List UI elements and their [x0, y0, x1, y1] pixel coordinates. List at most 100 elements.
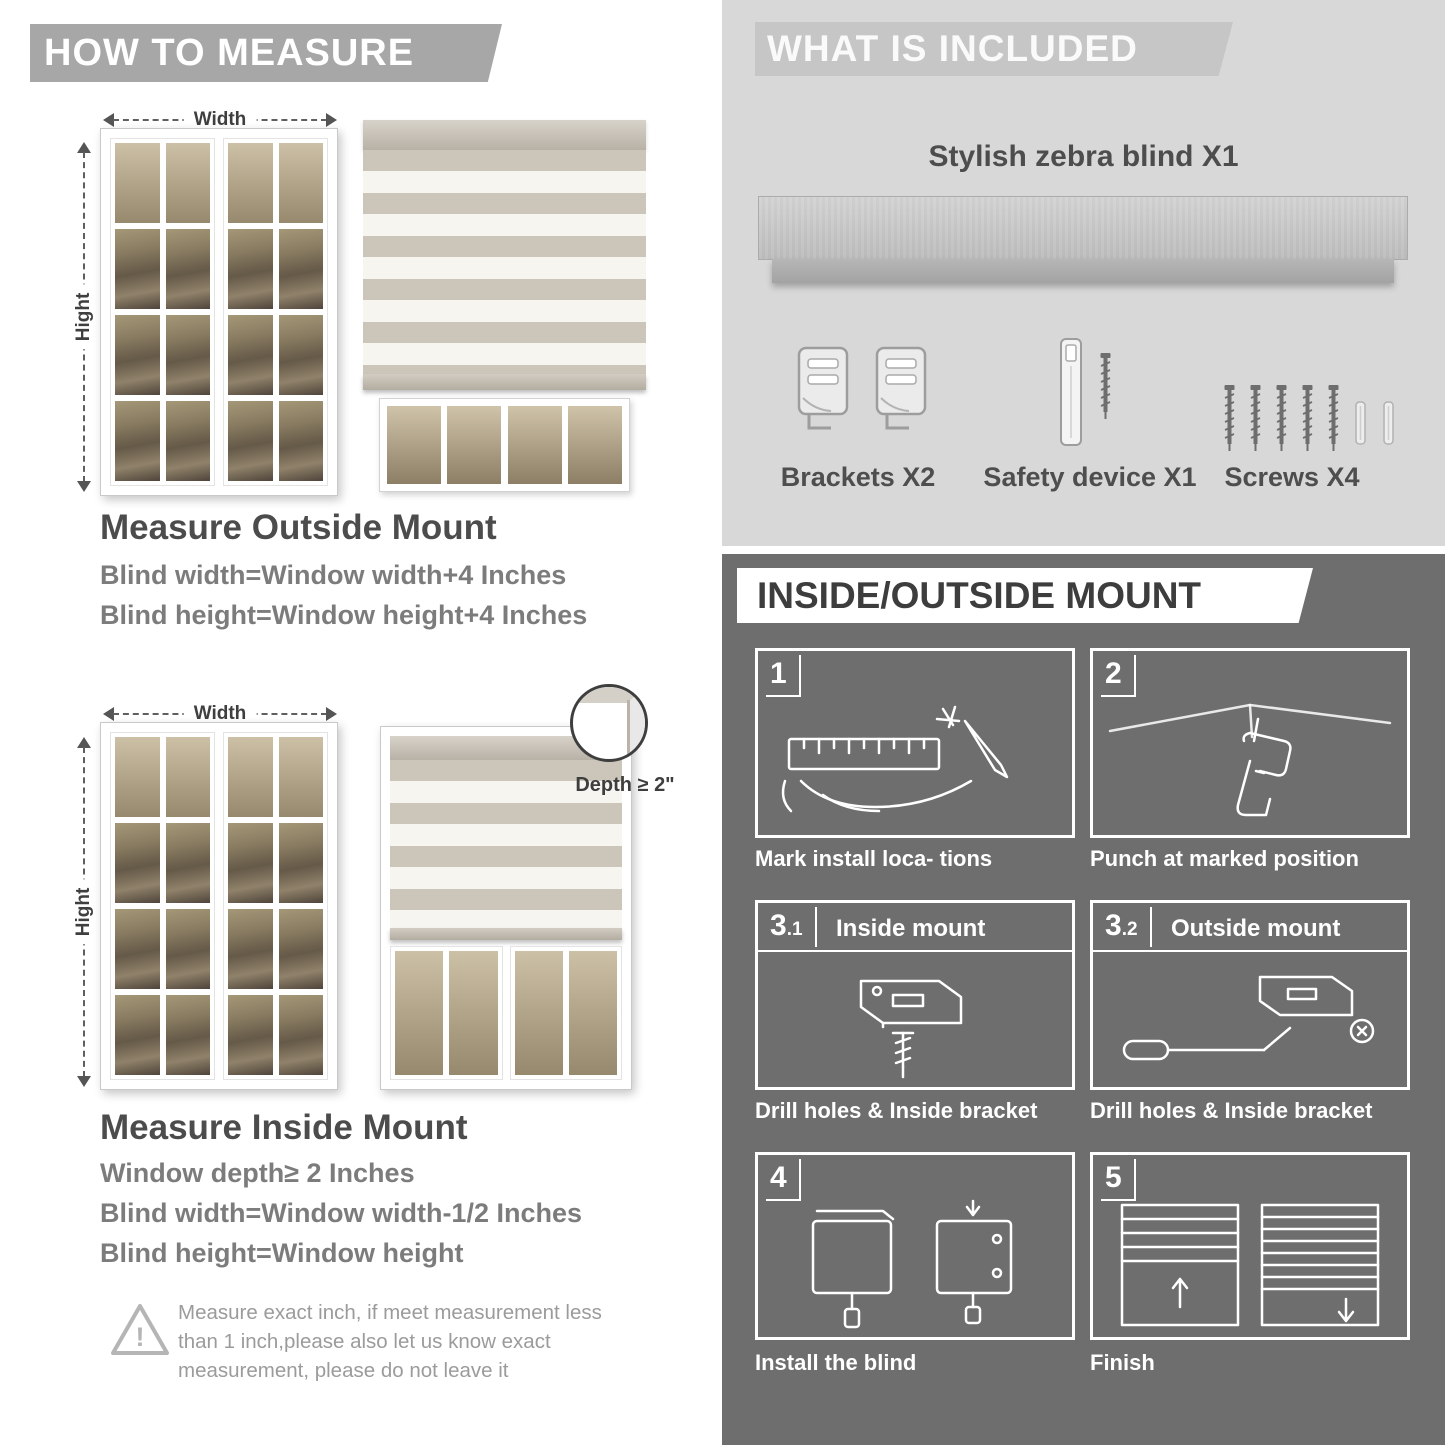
bracket-icon	[875, 346, 927, 430]
window-pane	[278, 229, 323, 309]
step-3-2-caption: Drill holes & Inside bracket	[1090, 1098, 1373, 1123]
step-number-text: 4	[770, 1161, 787, 1194]
step-1-caption: Mark install loca- tions	[755, 846, 993, 871]
step-number-sub: .1	[786, 919, 803, 940]
safety-device-icon	[1060, 338, 1082, 446]
width-arrow-outside: Width	[103, 109, 337, 131]
window-pane	[228, 143, 273, 223]
window-below-blind	[390, 940, 622, 1080]
window-casement	[110, 732, 215, 1080]
mount-steps-section	[722, 554, 1445, 1445]
window-pane	[228, 737, 273, 817]
window-casement	[223, 732, 328, 1080]
window-pane	[228, 315, 273, 395]
window-pane	[165, 909, 210, 989]
blind-outside-mount-illustration	[363, 120, 646, 492]
depth-requirement-label: Depth ≥ 2"	[575, 774, 675, 796]
frame-corner-detail	[573, 687, 645, 759]
zebra-stripes	[390, 760, 622, 928]
step-5-caption: Finish	[1090, 1350, 1155, 1375]
included-product-title: Stylish zebra blind X1	[928, 140, 1239, 173]
step-panel-3-1: 3.1 Inside mount	[755, 900, 1075, 1090]
window-pane	[447, 406, 501, 484]
step-number-sub: .2	[1121, 919, 1138, 940]
window-pane	[115, 995, 160, 1075]
step-panel-5: 5	[1090, 1152, 1410, 1340]
step-panel-3-2: 3.2 Outside mount	[1090, 900, 1410, 1090]
window-pane	[115, 737, 160, 817]
what-is-included-header: WHAT IS INCLUDED	[755, 22, 1233, 76]
zebra-stripes	[363, 150, 646, 374]
step-number: 4	[766, 1159, 801, 1201]
window-pane	[228, 229, 273, 309]
measurement-warning-text: Measure exact inch, if meet measurement …	[178, 1298, 658, 1385]
inside-mount-title: Measure Inside Mount	[100, 1108, 468, 1147]
window-pane	[165, 315, 210, 395]
wall-anchor-icon	[1383, 401, 1394, 445]
window-illustration-inside	[100, 722, 338, 1090]
window-casement	[508, 406, 622, 484]
blind-inside-mount-illustration	[380, 726, 632, 1090]
height-label-outside: Hight	[73, 284, 95, 350]
step-number-text: 5	[1105, 1161, 1122, 1194]
window-pane	[115, 401, 160, 481]
width-arrow-inside: Width	[103, 703, 337, 725]
warning-line-1: Measure exact inch, if meet measurement …	[178, 1301, 602, 1324]
how-to-measure-header: HOW TO MEASURE	[30, 24, 502, 82]
install-blind-illustration	[811, 1199, 1013, 1329]
height-arrow-inside: Hight	[73, 737, 95, 1087]
screw-icon	[1328, 385, 1339, 451]
window-casement	[110, 138, 215, 486]
window-pane	[228, 401, 273, 481]
step-panel-4: 4	[755, 1152, 1075, 1340]
window-pane	[278, 737, 323, 817]
width-label-outside: Width	[183, 109, 257, 131]
window-pane	[514, 951, 563, 1075]
warning-line-2: than 1 inch,please also let us know exac…	[178, 1330, 551, 1354]
window-pane	[228, 995, 273, 1075]
step-number: 3.2	[1101, 907, 1152, 947]
step-title: Outside mount	[1171, 915, 1341, 942]
window-pane	[508, 406, 562, 484]
window-pane	[387, 406, 441, 484]
step-number-text: 2	[1105, 657, 1122, 690]
window-pane	[278, 995, 323, 1075]
safety-device-icons	[1054, 336, 1113, 448]
window-illustration-outside	[100, 128, 338, 496]
step-number-text: 3	[770, 909, 787, 942]
step-number: 2	[1101, 655, 1136, 697]
screw-icon	[1100, 353, 1111, 419]
window-pane	[165, 229, 210, 309]
window-pane	[228, 823, 273, 903]
step-number: 3.1	[766, 907, 817, 947]
window-pane	[228, 909, 273, 989]
window-pane	[115, 315, 160, 395]
window-casement	[390, 946, 503, 1080]
window-pane	[278, 909, 323, 989]
step-number: 5	[1101, 1159, 1136, 1201]
window-below-blind	[379, 398, 630, 492]
inside-mount-stack	[390, 736, 622, 1080]
window-pane	[165, 401, 210, 481]
screw-icon	[1302, 385, 1313, 451]
height-arrow-outside: Hight	[73, 142, 95, 492]
window-pane	[278, 143, 323, 223]
step-2-caption: Punch at marked position	[1090, 846, 1359, 871]
screw-icon	[1276, 385, 1287, 451]
window-pane	[165, 737, 210, 817]
outside-mount-formula-width: Blind width=Window width+4 Inches	[100, 560, 567, 590]
window-pane	[115, 143, 160, 223]
inside-bracket-illustration	[859, 979, 963, 1079]
blind-headrail	[363, 120, 646, 150]
height-label-inside: Hight	[73, 879, 95, 945]
brackets-icons	[793, 342, 931, 438]
warning-line-3: measurement, please do not leave it	[178, 1359, 509, 1383]
step-number-text: 1	[770, 657, 787, 690]
step-number-text: 3	[1105, 909, 1122, 942]
step-panel-2: 2	[1090, 648, 1410, 838]
screw-icon	[1224, 385, 1235, 451]
frame-corner-line	[627, 700, 630, 759]
svg-text:!: !	[136, 1322, 145, 1352]
window-pane	[165, 823, 210, 903]
